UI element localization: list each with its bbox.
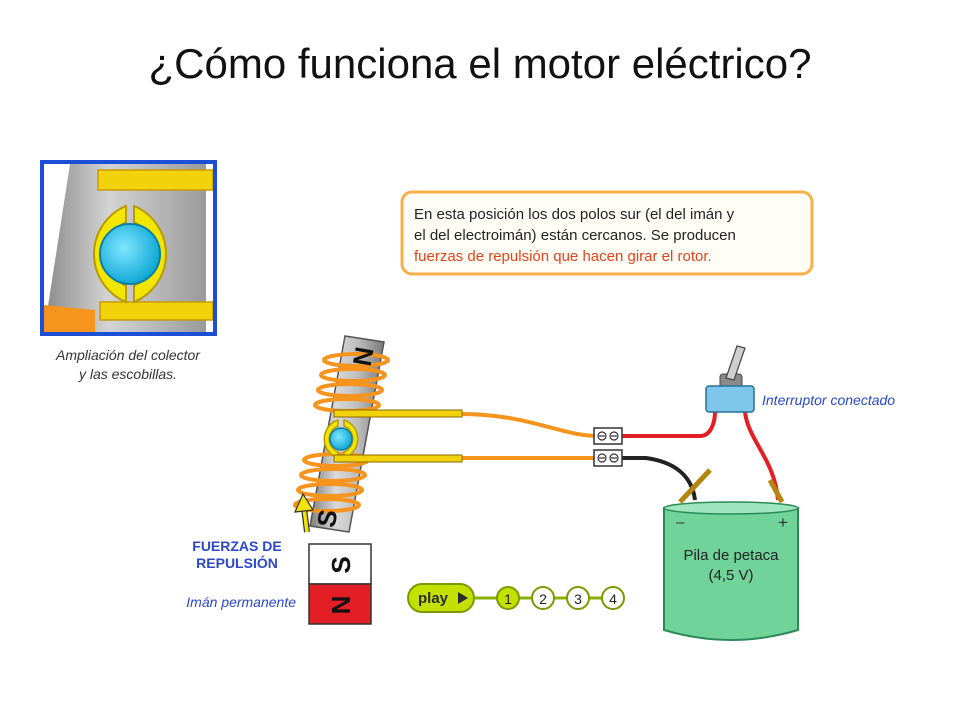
wire-red-switch [622,411,717,438]
info-box [400,190,814,276]
switch-lever [725,345,746,381]
forces-label-line1: FUERZAS DE [192,538,281,554]
inset-rotor-core [99,223,161,285]
inset-caption-line2: y las escobillas. [78,366,177,382]
terminal-block-top [593,427,623,445]
battery-body [663,507,799,641]
battery-plus: + [778,513,788,532]
magnet-pole-s: S [326,556,356,573]
switch-body [705,385,755,413]
battery [663,468,799,641]
step-label-3: 3 [574,591,582,607]
battery-label-line2: (4,5 V) [708,567,753,584]
info-line2: el del electroimán) están cercanos. Se p… [414,227,736,244]
play-label: play [418,590,449,607]
battery-label-line1: Pila de petaca [683,547,779,564]
step-button-1[interactable]: 1 [496,586,520,610]
step-label-2: 2 [539,591,547,607]
coil-bottom [293,452,370,513]
step-label-4: 4 [609,591,617,607]
wire-orange-top [459,412,599,438]
step-label-1: 1 [504,591,512,607]
wire-black-battery [622,456,697,501]
rotor-core [329,427,353,451]
slide-title: ¿Cómo funciona el motor eléctrico? [148,40,812,87]
inset-brush-top [97,169,213,191]
electromagnet-pole-n: N [347,345,380,369]
magnet-pole-n: N [326,596,356,615]
info-line1: En esta posición los dos polos sur (el d… [414,206,735,223]
brush-bottom [333,454,463,463]
play-button[interactable]: play [407,583,475,613]
step-button-4[interactable]: 4 [601,586,625,610]
forces-label-line2: REPULSIÓN [196,554,278,571]
inset-caption-line1: Ampliación del colector [55,347,201,363]
commutator-inset [40,160,217,336]
toggle-switch [705,345,755,413]
magnet-label: Imán permanente [186,594,296,610]
battery-minus: – [676,514,685,531]
terminal-block-bottom [593,449,623,467]
battery-terminal-plus [767,478,785,504]
inset-brush-bottom [99,301,213,321]
switch-label: Interruptor conectado [762,392,895,408]
player-controls: play 1 2 3 4 [407,583,625,613]
electromagnet-pole-s: S [311,507,344,529]
permanent-magnet [308,543,372,625]
step-button-3[interactable]: 3 [566,586,590,610]
step-button-2[interactable]: 2 [531,586,555,610]
electromagnet-rotor [293,335,463,533]
info-line3: fuerzas de repulsión que hacen girar el … [414,248,712,265]
inset-wire-lead [44,305,95,332]
play-icon [458,592,468,604]
battery-terminal-minus [678,468,712,504]
brush-top [333,409,463,418]
